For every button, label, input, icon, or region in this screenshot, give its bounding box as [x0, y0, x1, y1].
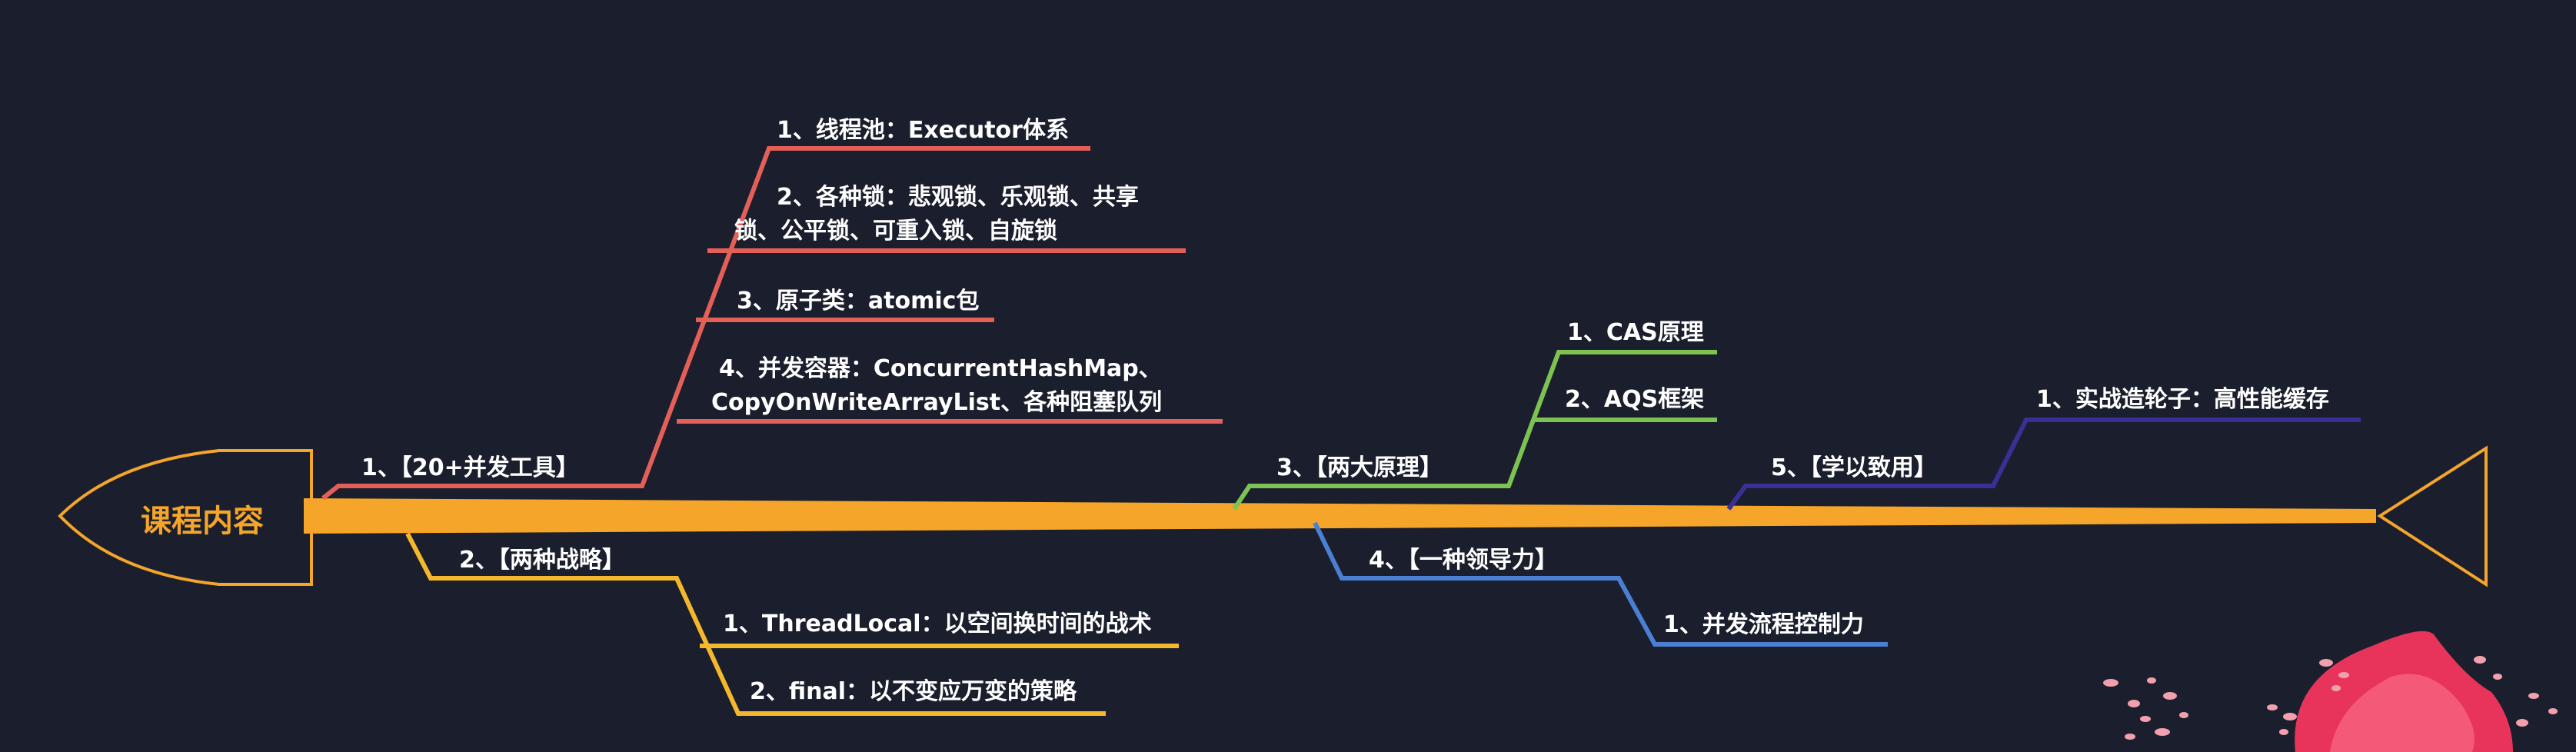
branch5-lines [1726, 418, 2361, 511]
branch1-item2-line2: 锁、公平锁、可重入锁、自旋锁 [734, 218, 1057, 245]
branch1-item4-line1: 4、并发容器：ConcurrentHashMap、 [719, 355, 1162, 382]
branch2-lines [405, 532, 1179, 716]
fish-spine [304, 498, 2376, 534]
branch5-item1: 1、实战造轮子：高性能缓存 [2036, 386, 2329, 413]
branch1-item3: 3、原子类：atomic包 [737, 288, 980, 314]
fish-head [58, 449, 313, 586]
branch1-item1: 1、线程池：Executor体系 [777, 117, 1069, 144]
branch3-item1: 1、CAS原理 [1567, 319, 1704, 346]
fish-tail [2377, 445, 2488, 587]
branch4-label: 4、【一种领导力】 [1369, 547, 1558, 574]
flame-decoration [2103, 631, 2558, 752]
branch2-item2: 2、final：以不变应万变的策略 [750, 678, 1077, 705]
branch4-item1: 1、并发流程控制力 [1663, 611, 1864, 638]
branch4-lines [1313, 521, 1888, 647]
diagram-title: 课程内容 [141, 504, 264, 539]
branch2-item1: 1、ThreadLocal：以空间换时间的战术 [723, 611, 1152, 637]
branch2-label: 2、【两种战略】 [459, 547, 625, 574]
branch1-label: 1、【20+并发工具】 [361, 454, 579, 481]
branch3-item2: 2、AQS框架 [1565, 386, 1705, 413]
branch1-lines [321, 146, 1223, 501]
branch1-item2-line1: 2、各种锁：悲观锁、乐观锁、共享 [777, 184, 1139, 211]
branch3-label: 3、【两大原理】 [1276, 454, 1443, 481]
branch1-item4-line2: CopyOnWriteArrayList、各种阻塞队列 [711, 389, 1163, 416]
branch3-lines [1232, 350, 1717, 511]
branch5-label: 5、【学以致用】 [1771, 454, 1937, 481]
